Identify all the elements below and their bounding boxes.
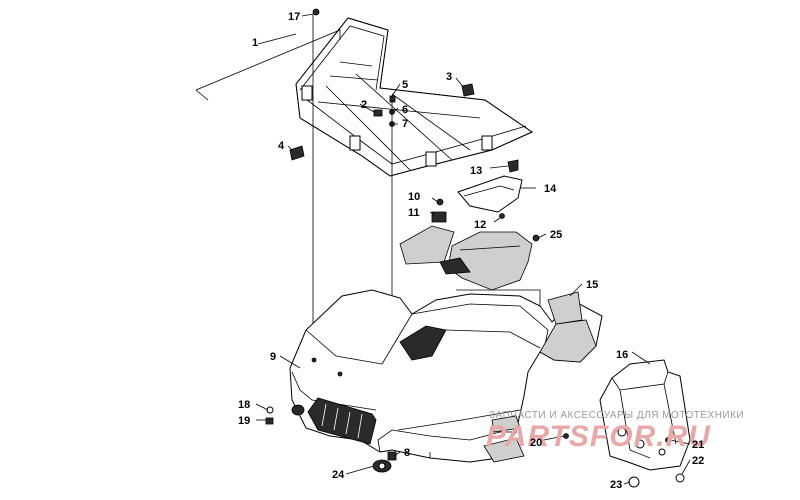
grommet-22 <box>675 473 685 483</box>
screw-17 <box>312 8 320 16</box>
watermark-tagline: ЗАПЧАСТИ И АКСЕССУАРЫ ДЛЯ МОТОТЕХНИКИ <box>489 410 744 421</box>
callout-1: 1 <box>252 37 258 49</box>
callout-19: 19 <box>238 415 250 427</box>
callout-20: 20 <box>530 437 542 449</box>
callout-5: 5 <box>402 79 408 91</box>
callout-17: 17 <box>288 11 300 23</box>
callout-13: 13 <box>470 165 482 177</box>
front-fender-9 <box>289 289 603 473</box>
fastener-12 <box>499 213 505 219</box>
clip-13 <box>507 159 519 173</box>
nut-2 <box>373 109 383 117</box>
fastener-10 <box>436 198 444 206</box>
callout-11: 11 <box>408 207 420 219</box>
bracket-11 <box>431 211 447 223</box>
watermark-brand: PARTSFOR.RU <box>486 420 711 453</box>
callout-22: 22 <box>692 455 704 467</box>
callout-3: 3 <box>446 71 452 83</box>
callout-10: 10 <box>408 191 420 203</box>
callout-25: 25 <box>550 229 562 241</box>
headlight-left <box>291 404 305 416</box>
clip-3 <box>461 83 475 97</box>
callout-18: 18 <box>238 399 250 411</box>
callout-8: 8 <box>404 447 410 459</box>
front-rack <box>295 17 534 177</box>
grommet-23 <box>628 476 640 488</box>
screw-19 <box>265 417 274 425</box>
callout-24: 24 <box>332 469 345 481</box>
callout-12: 12 <box>474 219 486 231</box>
storage-lid-14 <box>457 175 523 213</box>
callout-4: 4 <box>278 140 285 152</box>
callout-7: 7 <box>402 118 408 130</box>
fastener-5 <box>389 95 396 103</box>
callout-23: 23 <box>610 479 622 491</box>
callout-9: 9 <box>270 351 276 363</box>
washer-18 <box>266 406 274 414</box>
callout-16: 16 <box>616 349 628 361</box>
callout-2: 2 <box>361 99 367 111</box>
side-panel-15 <box>547 291 583 325</box>
bolt-4 <box>289 145 305 161</box>
callout-21: 21 <box>692 439 704 451</box>
screw-8 <box>387 451 397 461</box>
callout-6: 6 <box>402 104 408 116</box>
fastener-25 <box>532 234 540 242</box>
callout-15: 15 <box>586 279 598 291</box>
dash-panel <box>399 225 455 265</box>
callout-14: 14 <box>544 183 557 195</box>
